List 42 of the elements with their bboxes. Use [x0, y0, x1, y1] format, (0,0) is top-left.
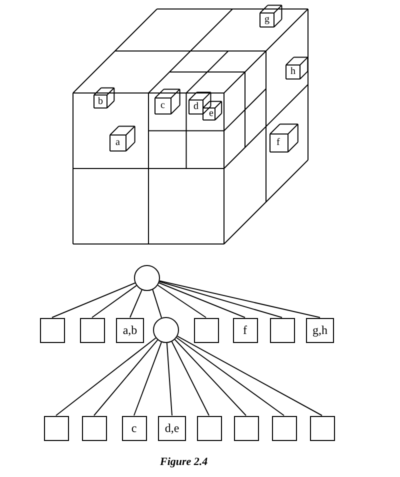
tree-edge [152, 289, 162, 318]
leaf-node: c [122, 416, 146, 440]
empty-leaf-node [272, 416, 296, 440]
tree-node-circle [153, 317, 179, 343]
tree-edge [166, 342, 172, 416]
tree-edge [174, 339, 246, 416]
empty-leaf-node [310, 416, 334, 440]
empty-leaf-node [196, 416, 222, 440]
tree-node-circle [134, 265, 160, 291]
tree-edge [52, 282, 136, 318]
tree-edge [159, 280, 320, 318]
empty-leaf-node [82, 416, 106, 440]
tree-edge [176, 337, 284, 416]
leaf-node: g,h [306, 318, 334, 342]
octant-letter: c [160, 101, 165, 111]
tree-edge [56, 337, 156, 416]
empty-leaf-node [234, 416, 258, 440]
tree-edge [94, 339, 158, 416]
tree-edge [92, 285, 137, 318]
octant-letter: e [209, 109, 214, 119]
tree-edge [134, 342, 162, 416]
tree-edge [176, 336, 322, 416]
tree-edge [158, 282, 246, 318]
tree-edge [158, 281, 282, 318]
empty-leaf-node [194, 318, 218, 342]
octant-letter: d [194, 102, 198, 112]
octant-letter: g [264, 15, 270, 25]
tree-edge [157, 284, 206, 318]
figure-caption: Figure 2.4 [160, 456, 208, 468]
octant-letter: b [98, 96, 103, 106]
leaf-node: f [232, 318, 258, 342]
empty-leaf-node [44, 416, 68, 440]
empty-leaf-node [40, 318, 64, 342]
octant-letter: a [116, 138, 120, 148]
empty-leaf-node [270, 318, 294, 342]
tree-edge [171, 341, 210, 416]
empty-leaf-node [80, 318, 104, 342]
leaf-node: a,b [116, 318, 144, 342]
octant-letter: f [276, 138, 280, 148]
octant-letter: h [290, 67, 296, 77]
leaf-node: d,e [158, 416, 186, 440]
tree-edge [130, 289, 142, 318]
